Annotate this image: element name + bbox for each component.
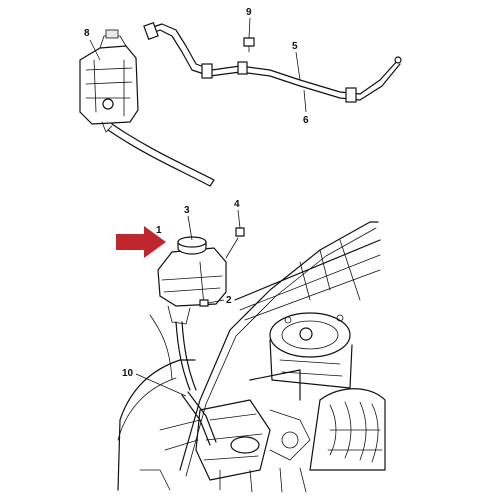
callout-5: 5 [292,41,298,52]
callout-2: 2 [226,295,232,306]
callout-3: 3 [184,205,190,216]
highlight-arrow [116,226,166,258]
callout-1: 1 [156,225,162,236]
callout-9: 9 [246,7,252,18]
callout-10: 10 [122,368,134,379]
callout-8: 8 [84,28,90,39]
callout-6: 6 [303,115,309,126]
callout-4: 4 [234,199,240,210]
leader-lines [89,17,307,397]
callout-labels: 8 9 5 6 3 4 1 2 10 [84,7,309,379]
reservoir-detail [79,29,215,187]
engine-bay-detail [117,221,386,493]
hose-assembly-detail [143,21,402,103]
